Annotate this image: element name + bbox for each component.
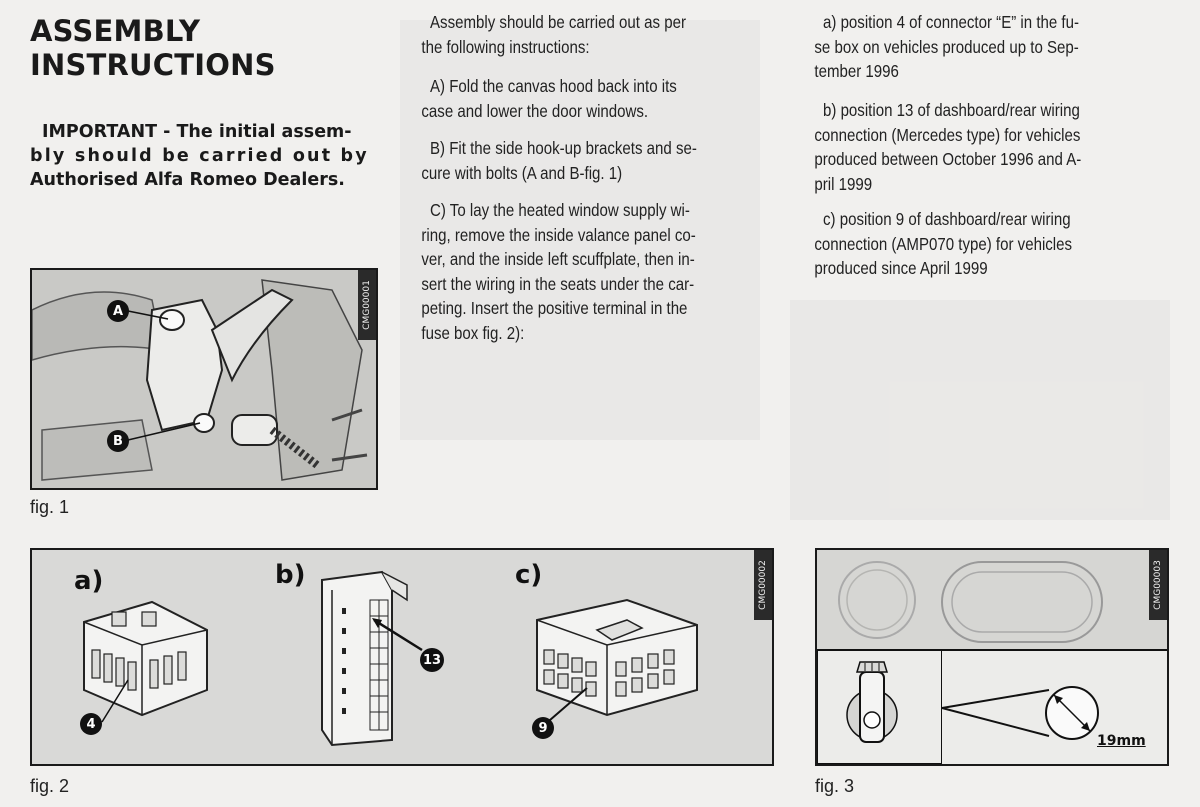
- step-c-line: sert the wiring in the seats under the c…: [421, 273, 695, 294]
- step-c-line: ver, and the inside left scuffplate, the…: [421, 249, 695, 269]
- fig1-bracket-illustration: CMG00001 A B: [30, 268, 378, 490]
- step-b-paragraph: B) Fit the side hook-up brackets and se-…: [421, 136, 697, 185]
- callout-b-text: B: [113, 433, 123, 449]
- position-c-paragraph: c) position 9 of dashboard/rear wiring c…: [814, 207, 1072, 281]
- show-through-shade: [400, 20, 760, 440]
- callout-a-text: A: [112, 303, 124, 319]
- connector-c-label: c): [515, 560, 543, 590]
- intro-line: Assembly should be carried out as per: [430, 12, 686, 32]
- callout-4: 4: [80, 713, 102, 735]
- show-through-shade-right: [790, 300, 1170, 520]
- step-a-paragraph: A) Fold the canvas hood back into its ca…: [421, 74, 677, 123]
- bracket-drawing: [32, 270, 376, 488]
- diameter-dimension: 19mm: [1097, 733, 1146, 749]
- position-a-paragraph: a) position 4 of connector “E” in the fu…: [814, 10, 1079, 84]
- fig2-caption: fig. 2: [30, 776, 70, 796]
- position-a-line: se box on vehicles produced up to Sep-: [814, 36, 1079, 57]
- connector-a-label: a): [74, 566, 104, 596]
- step-c-line: ring, remove the inside valance panel co…: [421, 224, 696, 245]
- step-c-paragraph: C) To lay the heated window supply wi- r…: [421, 198, 695, 345]
- callout-4-text: 4: [86, 716, 96, 732]
- fig3-code: CMG00003: [1153, 560, 1163, 610]
- intro-paragraph: Assembly should be carried out as per th…: [421, 10, 686, 59]
- position-b-line: connection (Mercedes type) for vehicles: [814, 124, 1081, 145]
- step-b-line: B) Fit the side hook-up brackets and se-: [430, 138, 697, 158]
- fig1-code-tag: CMG00001: [358, 270, 376, 340]
- step-a-line: case and lower the door windows.: [421, 100, 649, 121]
- position-b-line: b) position 13 of dashboard/rear wiring: [823, 100, 1080, 120]
- position-c-line: connection (AMP070 type) for vehicles: [814, 233, 1073, 254]
- position-b-line: produced between October 1996 and A-: [814, 149, 1082, 169]
- step-c-line: fuse box fig. 2):: [421, 322, 525, 343]
- fig3-grommet-illustration: 19mm CMG00003: [815, 548, 1169, 766]
- position-b-paragraph: b) position 13 of dashboard/rear wiring …: [814, 98, 1081, 196]
- connector-b-label: b): [275, 560, 306, 590]
- callout-a: A: [107, 300, 129, 322]
- fig1-caption: fig. 1: [30, 497, 70, 517]
- position-c-line: produced since April 1999: [814, 258, 988, 278]
- callout-13-text: 13: [422, 652, 442, 668]
- fig3-caption: fig. 3: [815, 776, 855, 796]
- position-a-line: tember 1996: [814, 61, 899, 81]
- title-line-2: INSTRUCTIONS: [30, 48, 276, 82]
- page-title: ASSEMBLY INSTRUCTIONS: [30, 14, 370, 82]
- important-line-2: bly should be carried out by: [30, 146, 369, 166]
- grommet-drawing: [817, 550, 1167, 764]
- fig2-code: CMG00002: [758, 560, 768, 610]
- step-c-line: C) To lay the heated window supply wi-: [430, 200, 690, 220]
- fig1-code: CMG00001: [362, 280, 372, 330]
- fig2-code-tag: CMG00002: [754, 550, 772, 620]
- callout-9: 9: [532, 717, 554, 739]
- fig3-code-tag: CMG00003: [1149, 550, 1167, 620]
- callout-9-text: 9: [538, 720, 548, 736]
- important-line-3: Authorised Alfa Romeo Dealers.: [30, 170, 345, 190]
- important-notice: IMPORTANT - The initial assem- bly shoul…: [30, 120, 380, 192]
- step-a-line: A) Fold the canvas hood back into its: [430, 76, 677, 96]
- position-b-line: pril 1999: [814, 173, 873, 194]
- connectors-drawing: [83, 570, 698, 747]
- important-line-1: IMPORTANT - The initial assem-: [42, 122, 352, 142]
- title-line-1: ASSEMBLY: [30, 14, 201, 48]
- intro-line: the following instructions:: [421, 36, 590, 57]
- callout-13: 13: [420, 648, 444, 672]
- callout-b: B: [107, 430, 129, 452]
- position-a-line: a) position 4 of connector “E” in the fu…: [823, 12, 1079, 32]
- step-b-line: cure with bolts (A and B-fig. 1): [421, 162, 623, 183]
- position-c-line: c) position 9 of dashboard/rear wiring: [823, 209, 1071, 229]
- fig2-connectors-illustration: a) b) c): [30, 548, 774, 766]
- step-c-line: peting. Insert the positive terminal in …: [421, 298, 688, 318]
